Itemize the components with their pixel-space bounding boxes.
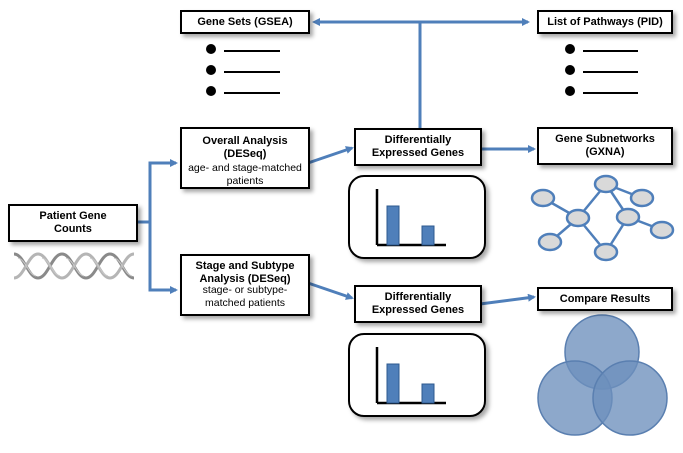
- patient-gene-counts-box: Patient Gene Counts: [8, 204, 138, 242]
- overall-analysis-box: Overall Analysis (DESeq): [180, 127, 310, 189]
- arrow-deg-to-compare: [479, 293, 536, 306]
- bar-chart-icon: [375, 189, 446, 247]
- deg-bottom-box: Differentially Expressed Genes: [354, 285, 482, 323]
- arrow-patient-to-stage: [148, 222, 178, 294]
- gene-subnetworks-box: Gene Subnetworks (GXNA): [537, 127, 673, 165]
- dna-helix-icon: [13, 252, 135, 280]
- patient-counts-line1: Patient Gene: [39, 210, 107, 222]
- deg-top-box: Differentially Expressed Genes: [354, 128, 482, 166]
- bullet-list-genesets: [206, 44, 280, 96]
- arrow-stage-to-deg: [307, 281, 354, 300]
- arrow-patient-to-branches: [138, 159, 178, 224]
- bar-chart-bottom-panel: [348, 333, 486, 417]
- stage-subtype-subtitle: stage- or subtype- matched patients: [202, 284, 288, 309]
- network-icon: [530, 174, 675, 262]
- patient-counts-line2: Counts: [54, 223, 92, 235]
- compare-results-box: Compare Results: [537, 287, 673, 311]
- connectors: [138, 18, 536, 306]
- overall-analysis-title: Overall Analysis: [202, 135, 288, 147]
- bar-chart-top-panel: [348, 175, 486, 259]
- pathways-label: List of Pathways (PID): [547, 15, 663, 28]
- pathways-box: List of Pathways (PID): [537, 10, 673, 34]
- arrow-overall-to-deg: [307, 146, 354, 165]
- stage-subtype-box: Stage and Subtype Analysis (DESeq): [180, 254, 310, 316]
- gene-sets-box: Gene Sets (GSEA): [180, 10, 310, 34]
- venn-diagram-icon: [537, 314, 668, 436]
- bar-chart-icon: [375, 347, 446, 405]
- bullet-list-icon: [206, 44, 638, 96]
- overall-analysis-subtitle: age- and stage-matched patients: [188, 162, 302, 187]
- bullet-list-pathways: [565, 44, 638, 96]
- overall-analysis-method: (DESeq): [223, 148, 267, 160]
- gene-sets-label: Gene Sets (GSEA): [197, 15, 293, 28]
